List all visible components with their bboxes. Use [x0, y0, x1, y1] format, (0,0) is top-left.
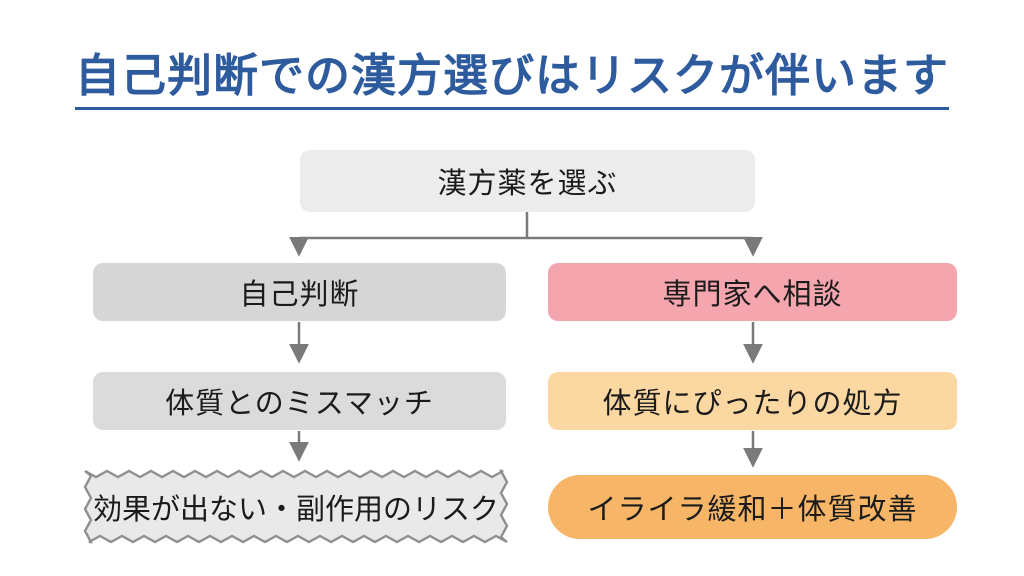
node-risk-label: 効果が出ない・副作用のリスク	[92, 493, 499, 526]
node-constitution-mismatch: 体質とのミスマッチ	[93, 372, 506, 430]
node-consult-expert: 専門家へ相談	[548, 263, 957, 321]
page-title-text: 自己判断での漢方選びはリスクが伴います	[74, 50, 949, 110]
node-self-judgment: 自己判断	[93, 263, 506, 321]
node-select-kampo: 漢方薬を選ぶ	[300, 150, 755, 212]
zigzag-border	[83, 469, 509, 544]
node-matching-prescription: 体質にぴったりの処方	[548, 372, 957, 430]
node-no-effect-side-effect-risk: 効果が出ない・副作用のリスク	[81, 467, 511, 546]
node-relief-and-improvement: イライラ緩和＋体質改善	[548, 475, 957, 539]
page-title: 自己判断での漢方選びはリスクが伴います	[0, 50, 1024, 110]
